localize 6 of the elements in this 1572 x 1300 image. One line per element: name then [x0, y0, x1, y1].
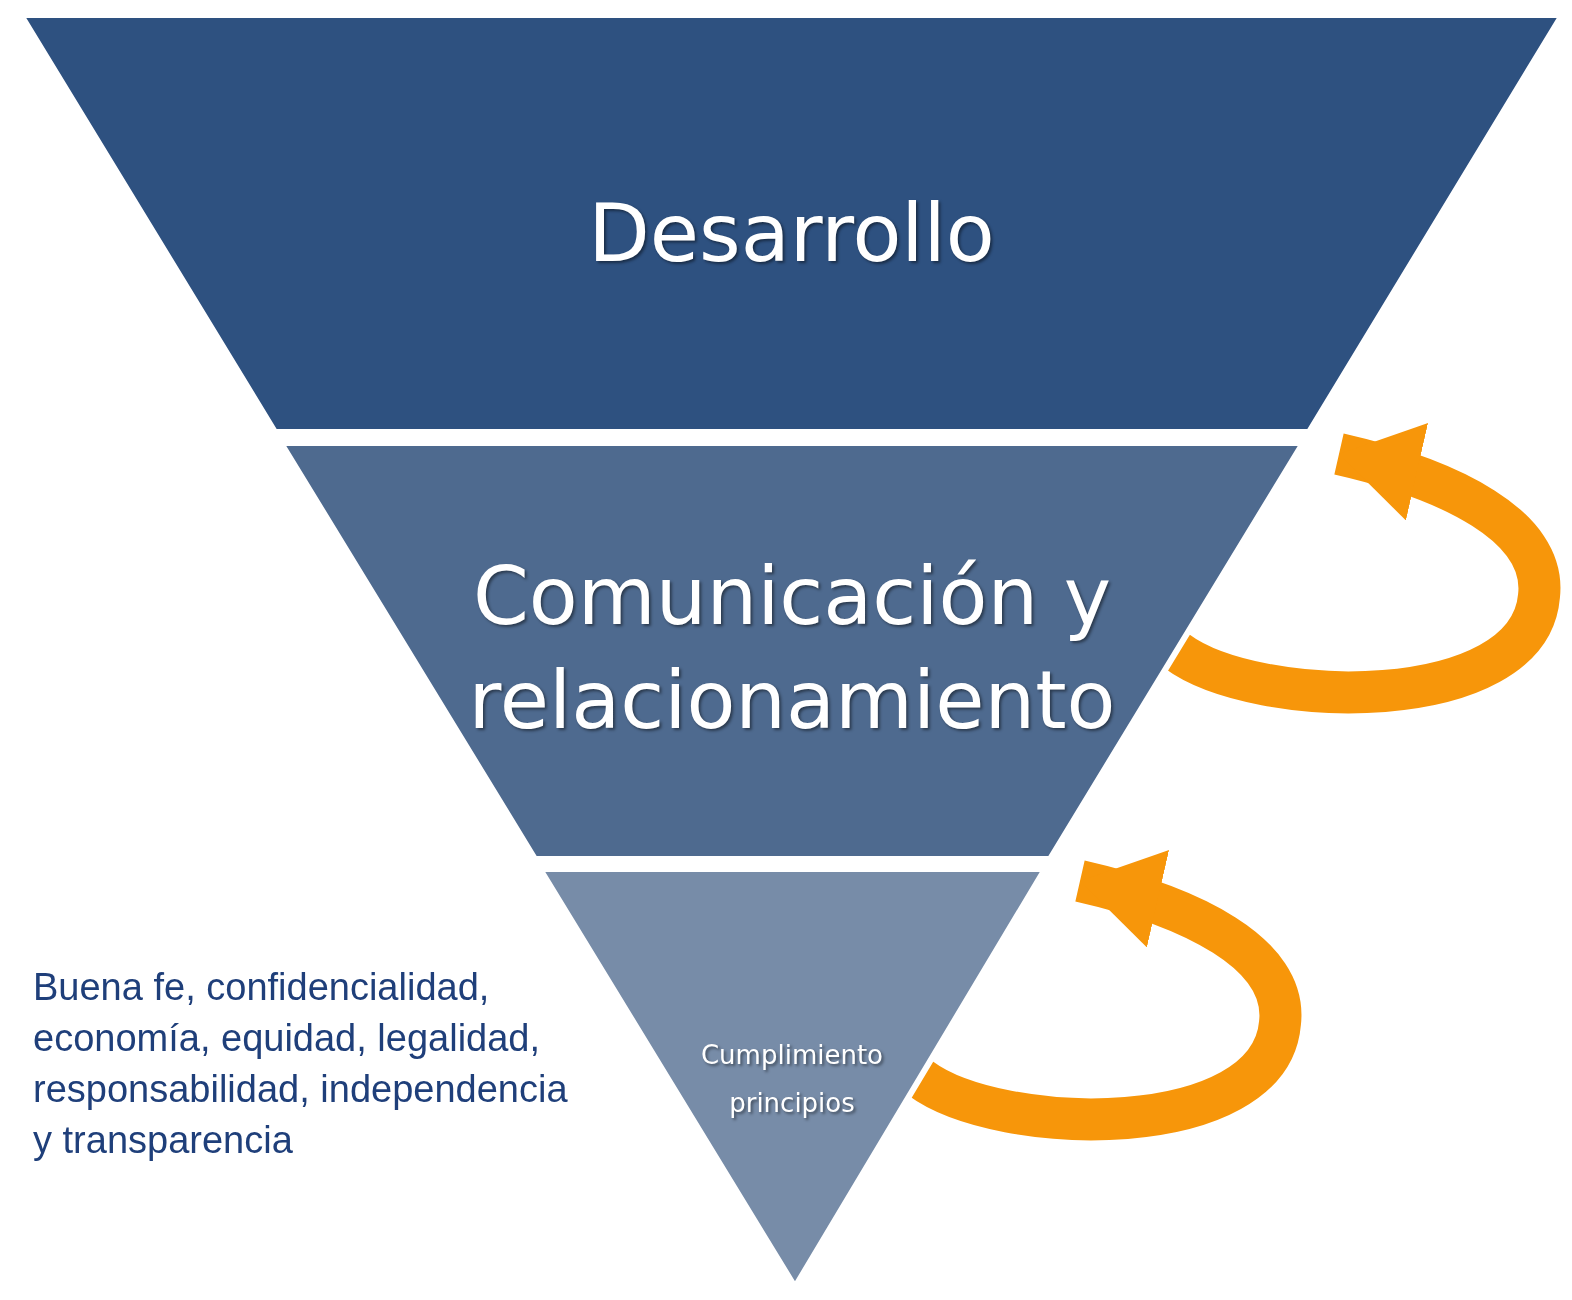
band-label: Cumplimiento principios	[699, 1039, 884, 1121]
principles-text: Buena fe, confidencialidad, economía, equidad, legalidad, responsabilidad, independencia y transparencia	[33, 965, 569, 1163]
band-label: Comunicación y relacionamiento	[467, 549, 1117, 749]
curved-arrow	[909, 851, 1301, 1141]
curved-arrow	[1165, 424, 1560, 714]
band-label: Desarrollo	[587, 186, 996, 282]
